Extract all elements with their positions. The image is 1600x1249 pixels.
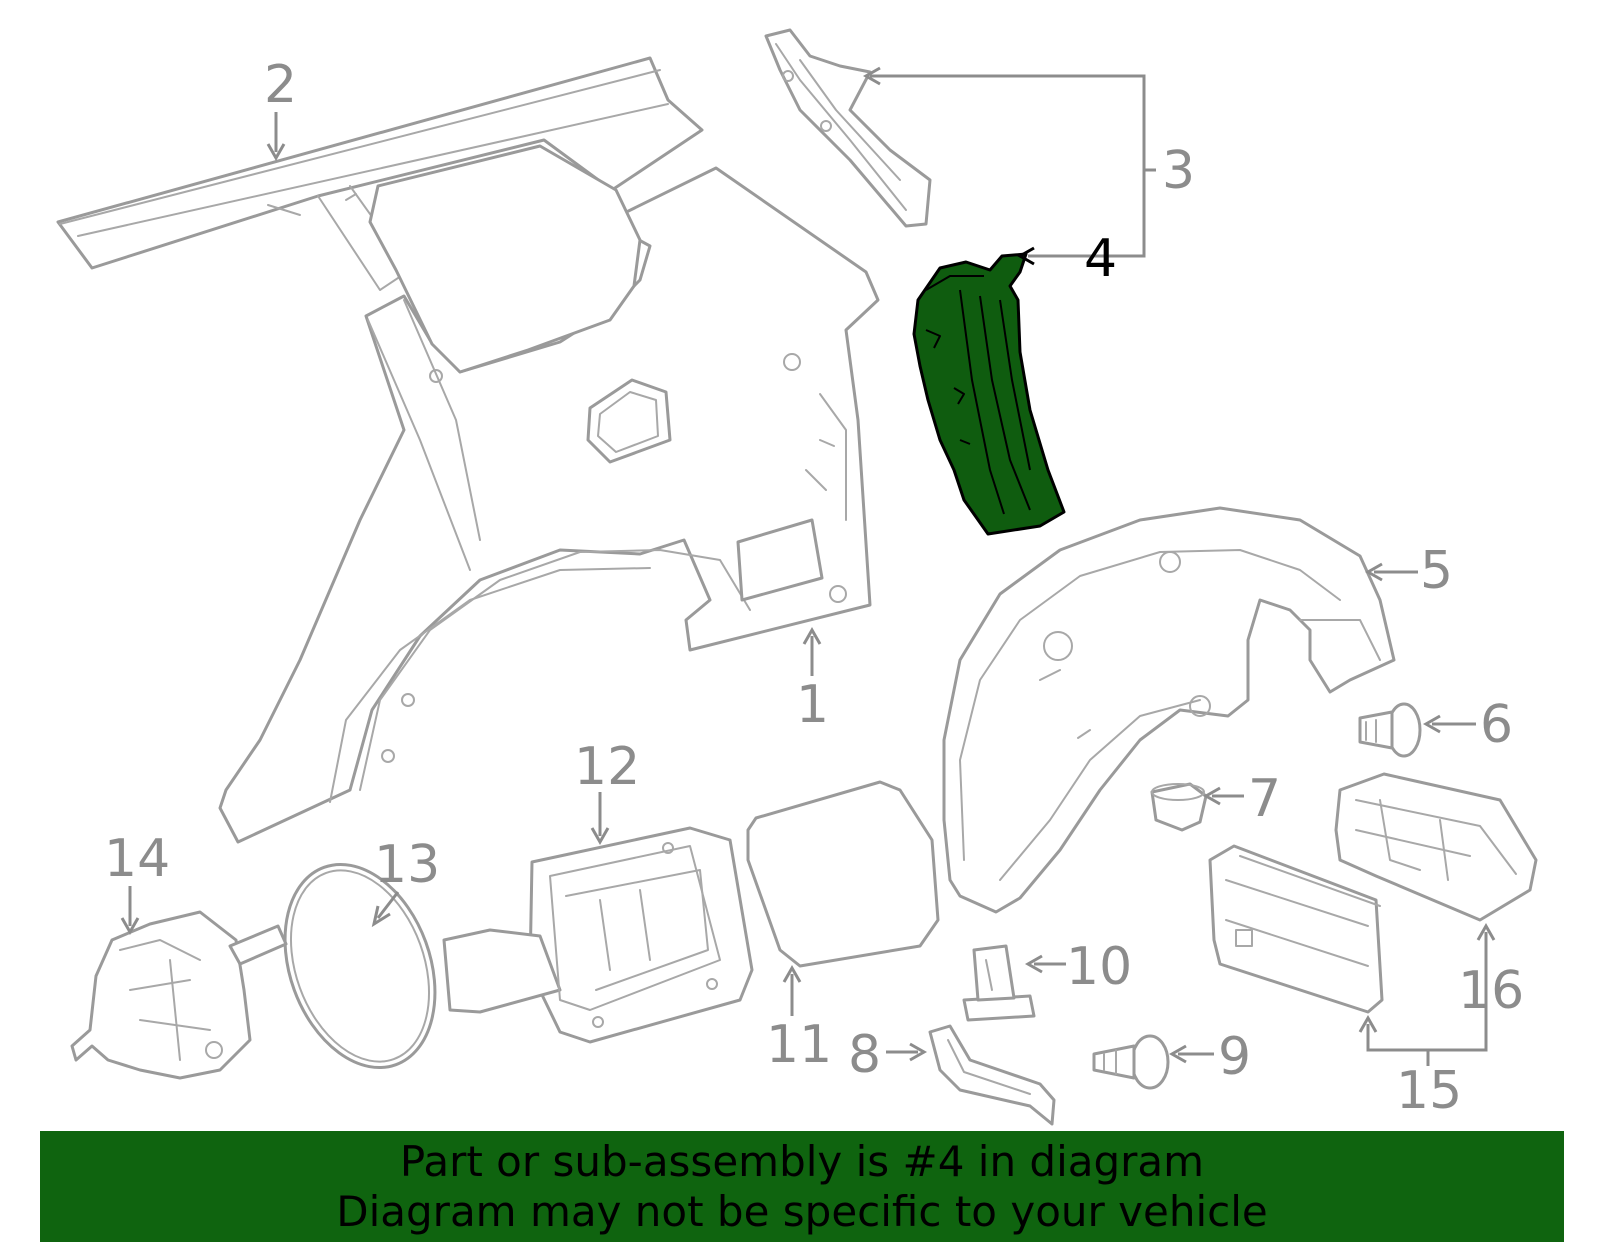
part-10-clip[interactable] [962, 944, 1036, 1022]
leader-lines [120, 66, 1496, 1066]
banner-line-1: Part or sub-assembly is #4 in diagram [399, 1136, 1205, 1186]
callout-9: 9 [1218, 1027, 1251, 1087]
part-4-highlighted-reinforcement[interactable] [912, 252, 1066, 536]
info-banner: Part or sub-assembly is #4 in diagram Di… [40, 1131, 1564, 1242]
callout-6: 6 [1480, 695, 1513, 755]
callout-3: 3 [1162, 141, 1195, 201]
part-7-grommet[interactable] [1150, 782, 1208, 832]
callout-12: 12 [574, 737, 640, 797]
callout-14: 14 [104, 829, 170, 889]
callout-2: 2 [264, 55, 297, 115]
part-12-fuel-pocket[interactable] [442, 826, 754, 1044]
callout-7: 7 [1248, 769, 1281, 829]
callout-13: 13 [374, 835, 440, 895]
part-14-lock-actuator[interactable] [70, 910, 288, 1080]
part-2-roof-rail[interactable] [56, 56, 704, 291]
callout-labels: 2 1 3 4 5 6 7 10 8 9 11 12 13 14 16 15 [104, 55, 1524, 1121]
callout-10: 10 [1066, 937, 1132, 997]
callout-11: 11 [766, 1015, 832, 1075]
part-9-clip[interactable] [1092, 1034, 1170, 1090]
part-5-wheelhouse-liner[interactable] [942, 506, 1396, 914]
part-8-bracket[interactable] [928, 1024, 1056, 1126]
callout-5: 5 [1420, 541, 1453, 601]
callout-8: 8 [848, 1025, 881, 1085]
callout-16: 16 [1458, 961, 1524, 1021]
part-11-fuel-door[interactable] [746, 780, 940, 968]
banner-line-2: Diagram may not be specific to your vehi… [336, 1186, 1268, 1236]
callout-15: 15 [1396, 1061, 1462, 1121]
part-16-vent-bracket[interactable] [1334, 772, 1538, 922]
part-1-quarter-panel[interactable] [218, 144, 880, 844]
part-6-clip[interactable] [1358, 702, 1422, 758]
part-15-vent-housing[interactable] [1208, 844, 1384, 1014]
part-3-inner-panel[interactable] [764, 28, 932, 228]
callout-4: 4 [1084, 229, 1117, 289]
part-13-seal-ring[interactable] [258, 843, 461, 1088]
callout-1: 1 [796, 675, 829, 735]
